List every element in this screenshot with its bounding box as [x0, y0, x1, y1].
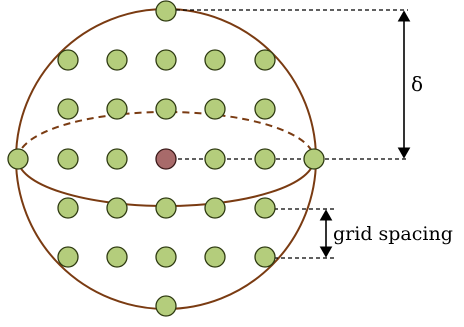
grid-point — [303, 148, 325, 170]
grid-point — [106, 49, 128, 71]
grid-point — [204, 246, 226, 268]
grid-point — [155, 246, 177, 268]
grid-point — [57, 197, 79, 219]
grid-point — [204, 197, 226, 219]
delta-label: δ — [411, 72, 423, 96]
grid-point — [155, 0, 177, 22]
grid-point — [155, 295, 177, 317]
grid-point — [254, 197, 276, 219]
center-point — [155, 148, 177, 170]
grid-point — [204, 148, 226, 170]
grid-point — [106, 246, 128, 268]
grid-point — [254, 246, 276, 268]
equator-back-dashed — [17, 111, 315, 160]
grid-point — [106, 197, 128, 219]
grid-point — [204, 98, 226, 120]
grid-point — [155, 49, 177, 71]
grid-point — [57, 148, 79, 170]
grid-point — [106, 98, 128, 120]
grid-point — [254, 148, 276, 170]
grid-point — [7, 148, 29, 170]
grid-point — [204, 49, 226, 71]
grid-spacing-label: grid spacing — [333, 223, 453, 245]
grid-point — [57, 98, 79, 120]
grid-point — [155, 197, 177, 219]
grid-point — [106, 148, 128, 170]
grid-point — [57, 49, 79, 71]
grid-point — [254, 98, 276, 120]
grid-point — [155, 98, 177, 120]
grid-point — [57, 246, 79, 268]
grid-points — [7, 0, 325, 317]
grid-point — [254, 49, 276, 71]
